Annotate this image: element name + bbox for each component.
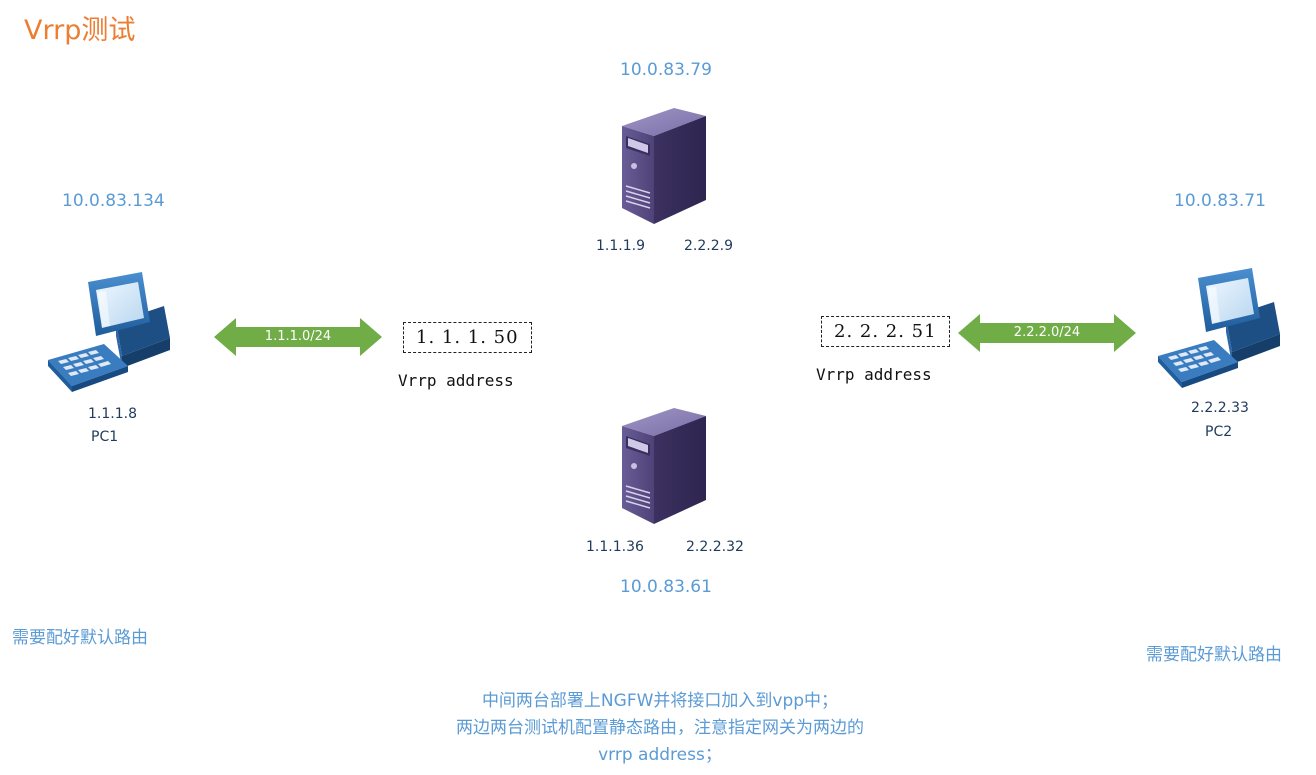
server-top-mgmt-ip: 10.0.83.79	[620, 60, 712, 80]
bottom-note: 中间两台部署上NGFW并将接口加入到vpp中； 两边两台测试机配置静态路由，注意…	[300, 688, 1020, 769]
pc2-label: PC2	[1205, 424, 1233, 440]
pc2-ip: 2.2.2.33	[1191, 400, 1249, 416]
server-bottom-ip-right: 2.2.2.32	[686, 539, 744, 555]
vrrp-address-right-label: Vrrp address	[816, 365, 932, 384]
pc2-mgmt-ip: 10.0.83.71	[1174, 191, 1266, 211]
bottom-note-line2: 两边两台测试机配置静态路由，注意指定网关为两边的	[456, 718, 864, 738]
vrrp-address-left-label: Vrrp address	[398, 371, 514, 390]
bottom-note-line1: 中间两台部署上NGFW并将接口加入到vpp中；	[481, 691, 839, 711]
diagram-title: Vrrp测试	[24, 15, 136, 46]
link-right-arrow	[958, 314, 1136, 352]
bottom-note-line3: vrrp address；	[598, 745, 722, 765]
pc2-icon	[1158, 268, 1280, 388]
server-top-icon	[622, 108, 706, 224]
server-top-ip-left: 1.1.1.9	[596, 238, 645, 254]
pc1-icon	[48, 272, 170, 392]
link-right-label: 2.2.2.0/24	[1013, 325, 1081, 340]
link-left-arrow	[214, 318, 382, 356]
server-bottom-ip-left: 1.1.1.36	[586, 539, 644, 555]
vrrp-address-right-box: 2. 2. 2. 51	[821, 316, 950, 347]
vrrp-address-left-box: 1. 1. 1. 50	[403, 322, 532, 353]
pc1-note: 需要配好默认路由	[12, 628, 148, 648]
server-bottom-icon	[622, 408, 706, 524]
pc1-mgmt-ip: 10.0.83.134	[62, 191, 165, 211]
pc1-label: PC1	[91, 429, 119, 445]
pc2-note: 需要配好默认路由	[1146, 645, 1282, 665]
link-left-label: 1.1.1.0/24	[264, 329, 332, 344]
server-top-ip-right: 2.2.2.9	[684, 238, 733, 254]
server-bottom-mgmt-ip: 10.0.83.61	[620, 577, 712, 597]
pc1-ip: 1.1.1.8	[88, 406, 137, 422]
